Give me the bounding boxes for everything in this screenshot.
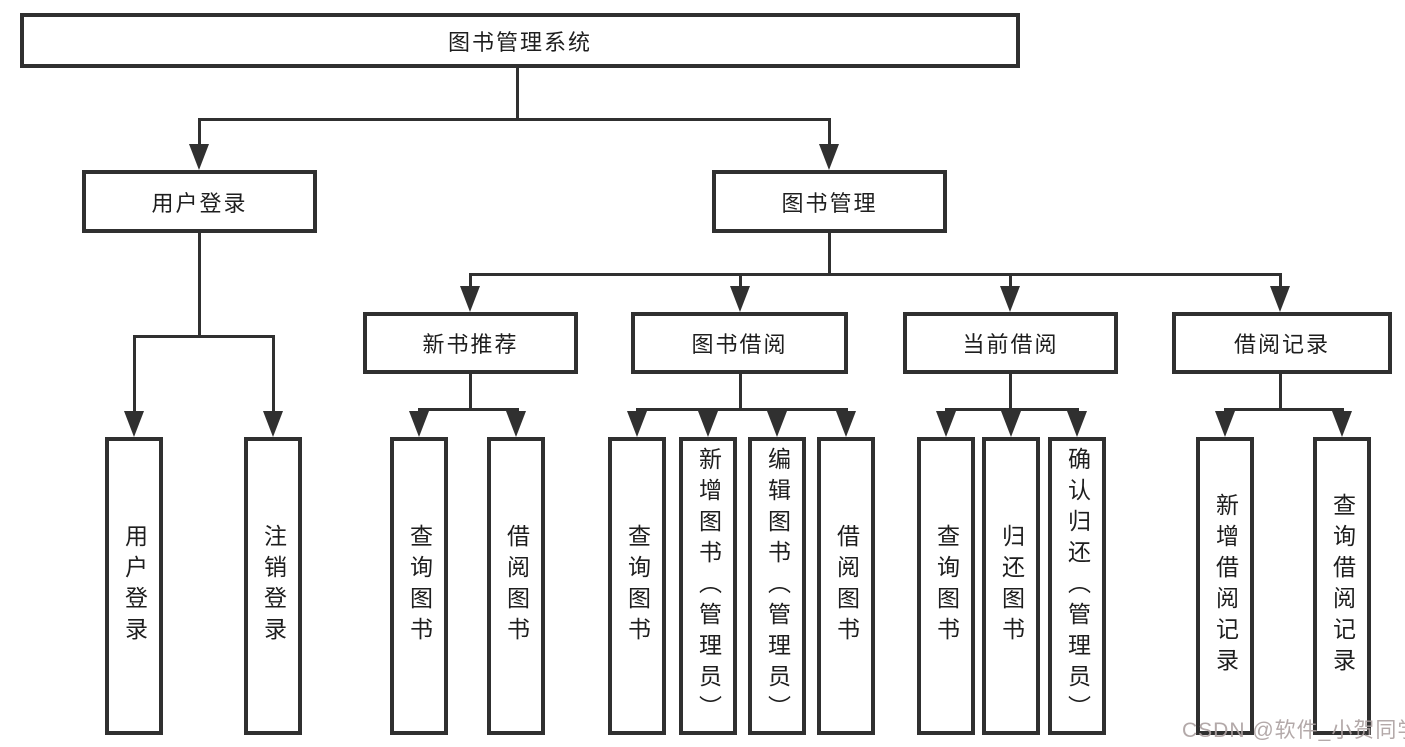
connector-login-split: [133, 335, 275, 338]
connector-recommend-down: [469, 374, 472, 408]
connector-borrow-split: [636, 408, 848, 411]
connector-current-split: [945, 408, 1079, 411]
leaf-query-books-3: 查询图书: [917, 437, 975, 735]
connector-l3-4-stem: [1279, 276, 1282, 287]
csdn-watermark: CSDN @软件_小贺同学: [1182, 719, 1405, 742]
node-new-book-recommend: 新书推荐: [363, 312, 578, 374]
leaf-confirm-return-admin-label: 确认归还（管理员）: [1064, 446, 1091, 726]
connector-login-leaf2-stem: [272, 338, 275, 411]
leaf-edit-book-admin: 编辑图书（管理员）: [748, 437, 806, 735]
connector-mgmt-down: [828, 233, 831, 273]
node-user-login-label: 用户登录: [151, 190, 248, 216]
leaf-query-books-1-label: 查询图书: [406, 524, 433, 648]
arrow-to-book-management: [819, 144, 839, 170]
leaf-add-book-admin-label: 新增图书（管理员）: [695, 446, 722, 726]
leaf-return-book: 归还图书: [982, 437, 1040, 735]
node-current-borrow-label: 当前借阅: [962, 332, 1059, 357]
arrow-to-leaf-query-books-3: [936, 411, 956, 437]
leaf-logout: 注销登录: [244, 437, 302, 735]
node-book-management-label: 图书管理: [781, 190, 878, 216]
leaf-return-book-label: 归还图书: [998, 524, 1025, 648]
leaf-borrow-books-1: 借阅图书: [487, 437, 545, 735]
node-root: 图书管理系统: [20, 13, 1020, 68]
connector-root-split: [198, 118, 831, 121]
connector-recommend-split: [418, 408, 519, 411]
arrow-to-leaf-borrow-books-1: [506, 411, 526, 437]
arrow-to-leaf-return-book: [1001, 411, 1021, 437]
leaf-user-login-label: 用户登录: [121, 524, 148, 648]
node-borrow-records-label: 借阅记录: [1233, 332, 1330, 357]
leaf-add-borrow-record: 新增借阅记录: [1196, 437, 1254, 735]
leaf-borrow-books-2-label: 借阅图书: [833, 524, 860, 648]
node-book-borrow-label: 图书借阅: [691, 332, 788, 357]
arrow-to-leaf-query-books-1: [409, 411, 429, 437]
leaf-query-books-1: 查询图书: [390, 437, 448, 735]
connector-borrow-down: [739, 374, 742, 408]
leaf-query-borrow-record-label: 查询借阅记录: [1329, 493, 1356, 679]
arrow-to-leaf-confirm-return: [1067, 411, 1087, 437]
node-current-borrow: 当前借阅: [903, 312, 1118, 374]
arrow-to-current-borrow: [1000, 286, 1020, 312]
leaf-query-books-2: 查询图书: [608, 437, 666, 735]
arrow-to-leaf-query-record: [1332, 411, 1352, 437]
node-new-book-recommend-label: 新书推荐: [422, 332, 519, 357]
connector-l3-3-stem: [1009, 276, 1012, 287]
leaf-confirm-return-admin: 确认归还（管理员）: [1048, 437, 1106, 735]
node-root-label: 图书管理系统: [447, 29, 592, 55]
leaf-query-borrow-record: 查询借阅记录: [1313, 437, 1371, 735]
leaf-add-borrow-record-label: 新增借阅记录: [1212, 493, 1239, 679]
leaf-borrow-books-2: 借阅图书: [817, 437, 875, 735]
leaf-query-books-3-label: 查询图书: [933, 524, 960, 648]
arrow-to-leaf-query-books-2: [627, 411, 647, 437]
connector-root-stem: [516, 68, 519, 118]
connector-l3-2-stem: [739, 276, 742, 287]
leaf-borrow-books-1-label: 借阅图书: [503, 524, 530, 648]
arrow-to-book-borrow: [730, 286, 750, 312]
connector-login-stem: [198, 121, 201, 147]
leaf-query-books-2-label: 查询图书: [624, 524, 651, 648]
connector-login-leaf1-stem: [133, 338, 136, 411]
arrow-to-user-login: [189, 144, 209, 170]
connector-mgmt-split: [469, 273, 1282, 276]
leaf-logout-label: 注销登录: [260, 524, 287, 648]
arrow-to-leaf-edit-book: [767, 411, 787, 437]
connector-login-down: [198, 233, 201, 335]
connector-l3-1-stem: [469, 276, 472, 287]
arrow-to-leaf-borrow-books-2: [836, 411, 856, 437]
leaf-add-book-admin: 新增图书（管理员）: [679, 437, 737, 735]
arrow-to-leaf-logout: [263, 411, 283, 437]
connector-records-split: [1224, 408, 1344, 411]
leaf-edit-book-admin-label: 编辑图书（管理员）: [764, 446, 791, 726]
node-user-login: 用户登录: [82, 170, 317, 233]
node-book-management: 图书管理: [712, 170, 947, 233]
arrow-to-new-book-recommend: [460, 286, 480, 312]
connector-records-down: [1279, 374, 1282, 408]
arrow-to-borrow-records: [1270, 286, 1290, 312]
node-borrow-records: 借阅记录: [1172, 312, 1392, 374]
leaf-user-login: 用户登录: [105, 437, 163, 735]
node-book-borrow: 图书借阅: [631, 312, 848, 374]
arrow-to-leaf-user-login: [124, 411, 144, 437]
connector-current-down: [1009, 374, 1012, 408]
arrow-to-leaf-add-record: [1215, 411, 1235, 437]
arrow-to-leaf-add-book: [698, 411, 718, 437]
connector-mgmt-stem: [828, 121, 831, 147]
